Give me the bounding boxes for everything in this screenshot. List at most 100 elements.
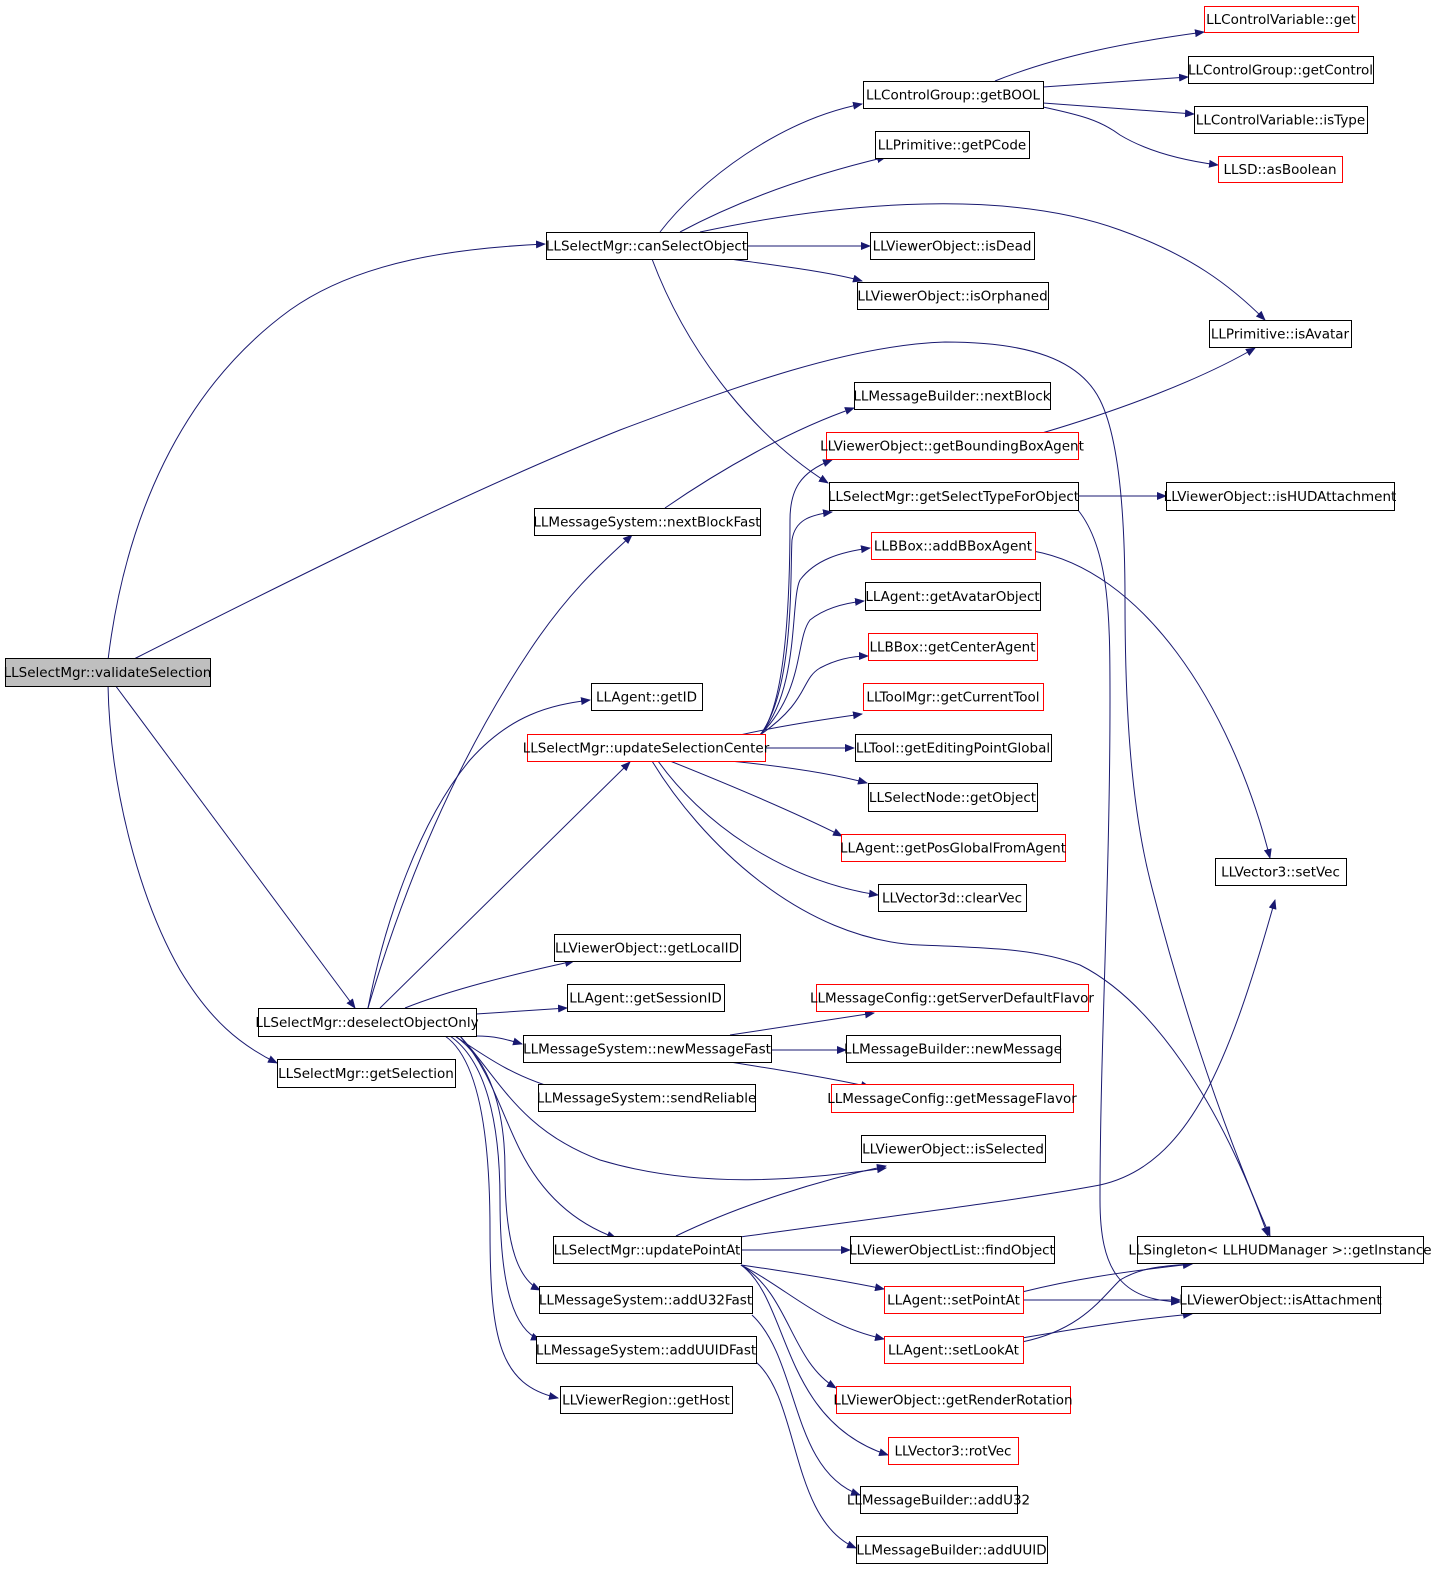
node-box-isAttachment[interactable] <box>1181 1286 1381 1314</box>
node-box-getCenterAgent[interactable] <box>868 633 1038 661</box>
node-box-setPointAt[interactable] <box>884 1286 1024 1314</box>
node-validateSelection[interactable]: LLSelectMgr::validateSelection <box>4 658 212 687</box>
node-box-addU32Fast[interactable] <box>539 1286 753 1314</box>
node-box-isSelected[interactable] <box>861 1135 1046 1163</box>
node-box-getMessageFlavor[interactable] <box>831 1084 1074 1113</box>
node-box-isOrphaned[interactable] <box>857 282 1049 310</box>
node-rotVec[interactable]: LLVector3::rotVec <box>888 1437 1019 1465</box>
node-box-setLookAt[interactable] <box>884 1336 1024 1364</box>
node-box-rotVec[interactable] <box>888 1437 1019 1465</box>
node-canSelectObject[interactable]: LLSelectMgr::canSelectObject <box>546 232 748 260</box>
node-box-getControl[interactable] <box>1188 56 1374 84</box>
node-addU32[interactable]: LLMessageBuilder::addU32 <box>847 1486 1030 1514</box>
node-deselectObjectOnly[interactable]: LLSelectMgr::deselectObjectOnly <box>255 1008 479 1037</box>
node-addUUIDFast[interactable]: LLMessageSystem::addUUIDFast <box>536 1336 757 1364</box>
node-box-sendReliable[interactable] <box>538 1084 756 1112</box>
node-getRenderRotation[interactable]: LLViewerObject::getRenderRotation <box>833 1386 1073 1414</box>
node-getBOOL[interactable]: LLControlGroup::getBOOL <box>863 81 1044 109</box>
node-getBBoxAgent[interactable]: LLViewerObject::getBoundingBoxAgent <box>820 432 1084 460</box>
node-box-getHost[interactable] <box>560 1386 733 1414</box>
node-box-getObject[interactable] <box>868 783 1038 812</box>
node-clearVec[interactable]: LLVector3d::clearVec <box>878 884 1027 912</box>
node-box-findObject[interactable] <box>850 1236 1055 1264</box>
node-box-canSelectObject[interactable] <box>546 232 748 260</box>
node-box-addUUID[interactable] <box>856 1536 1048 1564</box>
node-setVec[interactable]: LLVector3::setVec <box>1215 858 1347 886</box>
node-box-validateSelection[interactable] <box>5 658 211 687</box>
node-box-getBBoxAgent[interactable] <box>826 432 1079 460</box>
node-box-isAvatar[interactable] <box>1209 320 1352 348</box>
node-box-getPosGlobalFromAgent[interactable] <box>841 834 1066 862</box>
node-getSessionID[interactable]: LLAgent::getSessionID <box>567 984 725 1012</box>
node-setLookAt[interactable]: LLAgent::setLookAt <box>884 1336 1024 1364</box>
node-box-getAvatarObject[interactable] <box>865 582 1041 611</box>
node-box-newMessageFast[interactable] <box>523 1035 772 1063</box>
node-getSelectType[interactable]: LLSelectMgr::getSelectTypeForObject <box>828 482 1079 511</box>
node-getAvatarObject[interactable]: LLAgent::getAvatarObject <box>865 582 1041 611</box>
node-isAttachment[interactable]: LLViewerObject::isAttachment <box>1179 1286 1382 1314</box>
node-box-addU32[interactable] <box>860 1486 1018 1514</box>
node-box-nextBlockFast[interactable] <box>534 508 761 536</box>
node-getInstance[interactable]: LLSingleton< LLHUDManager >::getInstance <box>1128 1236 1432 1264</box>
node-getLocalID[interactable]: LLViewerObject::getLocalID <box>554 934 741 962</box>
node-setPointAt[interactable]: LLAgent::setPointAt <box>884 1286 1024 1314</box>
node-getCenterAgent[interactable]: LLBBox::getCenterAgent <box>868 633 1038 661</box>
node-box-newMessage[interactable] <box>846 1035 1061 1063</box>
node-getID[interactable]: LLAgent::getID <box>591 683 703 711</box>
node-getPCode[interactable]: LLPrimitive::getPCode <box>875 131 1030 159</box>
node-newMessage[interactable]: LLMessageBuilder::newMessage <box>844 1035 1062 1063</box>
node-box-getID[interactable] <box>591 683 703 711</box>
node-newMessageFast[interactable]: LLMessageSystem::newMessageFast <box>523 1035 772 1063</box>
node-getServerDefaultFlavor[interactable]: LLMessageConfig::getServerDefaultFlavor <box>810 984 1094 1012</box>
node-findObject[interactable]: LLViewerObjectList::findObject <box>849 1236 1055 1264</box>
node-asBoolean[interactable]: LLSD::asBoolean <box>1218 156 1343 183</box>
node-isOrphaned[interactable]: LLViewerObject::isOrphaned <box>857 282 1049 310</box>
node-box-getSelection[interactable] <box>277 1059 456 1088</box>
node-getPosGlobalFromAgent[interactable]: LLAgent::getPosGlobalFromAgent <box>840 834 1066 862</box>
node-box-getLocalID[interactable] <box>554 934 741 962</box>
node-box-getRenderRotation[interactable] <box>836 1386 1071 1414</box>
node-getSelection[interactable]: LLSelectMgr::getSelection <box>277 1059 456 1088</box>
node-box-updatePointAt[interactable] <box>553 1236 742 1264</box>
node-box-nextBlock[interactable] <box>854 382 1051 410</box>
node-isAvatar[interactable]: LLPrimitive::isAvatar <box>1209 320 1352 348</box>
node-isSelected[interactable]: LLViewerObject::isSelected <box>861 1135 1046 1163</box>
node-addUUID[interactable]: LLMessageBuilder::addUUID <box>856 1536 1048 1564</box>
node-box-addBBoxAgent[interactable] <box>871 532 1036 560</box>
node-nextBlockFast[interactable]: LLMessageSystem::nextBlockFast <box>533 508 761 536</box>
node-box-getSelectType[interactable] <box>829 482 1079 511</box>
node-addU32Fast[interactable]: LLMessageSystem::addU32Fast <box>539 1286 753 1314</box>
node-box-getSessionID[interactable] <box>567 984 725 1012</box>
node-box-isDead[interactable] <box>870 232 1035 260</box>
node-box-getInstance[interactable] <box>1137 1236 1424 1264</box>
node-getCurrentTool[interactable]: LLToolMgr::getCurrentTool <box>863 683 1044 711</box>
node-box-addUUIDFast[interactable] <box>536 1336 757 1364</box>
node-updateSelectionCenter[interactable]: LLSelectMgr::updateSelectionCenter <box>523 734 770 762</box>
node-box-asBoolean[interactable] <box>1218 156 1343 183</box>
node-box-getBOOL[interactable] <box>863 81 1044 109</box>
node-box-isType[interactable] <box>1194 106 1368 134</box>
node-ctrlVarGet[interactable]: LLControlVariable::get <box>1204 6 1359 33</box>
node-sendReliable[interactable]: LLMessageSystem::sendReliable <box>537 1084 757 1112</box>
node-getControl[interactable]: LLControlGroup::getControl <box>1188 56 1374 84</box>
node-box-isHUDAttachment[interactable] <box>1166 482 1395 511</box>
node-box-ctrlVarGet[interactable] <box>1204 6 1359 33</box>
node-isHUDAttachment[interactable]: LLViewerObject::isHUDAttachment <box>1164 482 1397 511</box>
node-isType[interactable]: LLControlVariable::isType <box>1194 106 1368 134</box>
node-addBBoxAgent[interactable]: LLBBox::addBBoxAgent <box>871 532 1036 560</box>
node-box-clearVec[interactable] <box>878 884 1027 912</box>
node-getHost[interactable]: LLViewerRegion::getHost <box>560 1386 733 1414</box>
node-nextBlock[interactable]: LLMessageBuilder::nextBlock <box>853 382 1051 410</box>
node-box-setVec[interactable] <box>1215 858 1347 886</box>
node-box-updateSelectionCenter[interactable] <box>527 734 766 762</box>
node-updatePointAt[interactable]: LLSelectMgr::updatePointAt <box>553 1236 742 1264</box>
node-box-getEditingPointGlobal[interactable] <box>855 734 1052 762</box>
node-box-deselectObjectOnly[interactable] <box>258 1008 477 1037</box>
node-box-getPCode[interactable] <box>875 131 1030 159</box>
node-getObject[interactable]: LLSelectNode::getObject <box>868 783 1038 812</box>
node-getMessageFlavor[interactable]: LLMessageConfig::getMessageFlavor <box>827 1084 1077 1113</box>
node-box-getServerDefaultFlavor[interactable] <box>816 984 1089 1012</box>
node-box-getCurrentTool[interactable] <box>863 683 1044 711</box>
node-isDead[interactable]: LLViewerObject::isDead <box>870 232 1035 260</box>
node-getEditingPointGlobal[interactable]: LLTool::getEditingPointGlobal <box>855 734 1052 762</box>
